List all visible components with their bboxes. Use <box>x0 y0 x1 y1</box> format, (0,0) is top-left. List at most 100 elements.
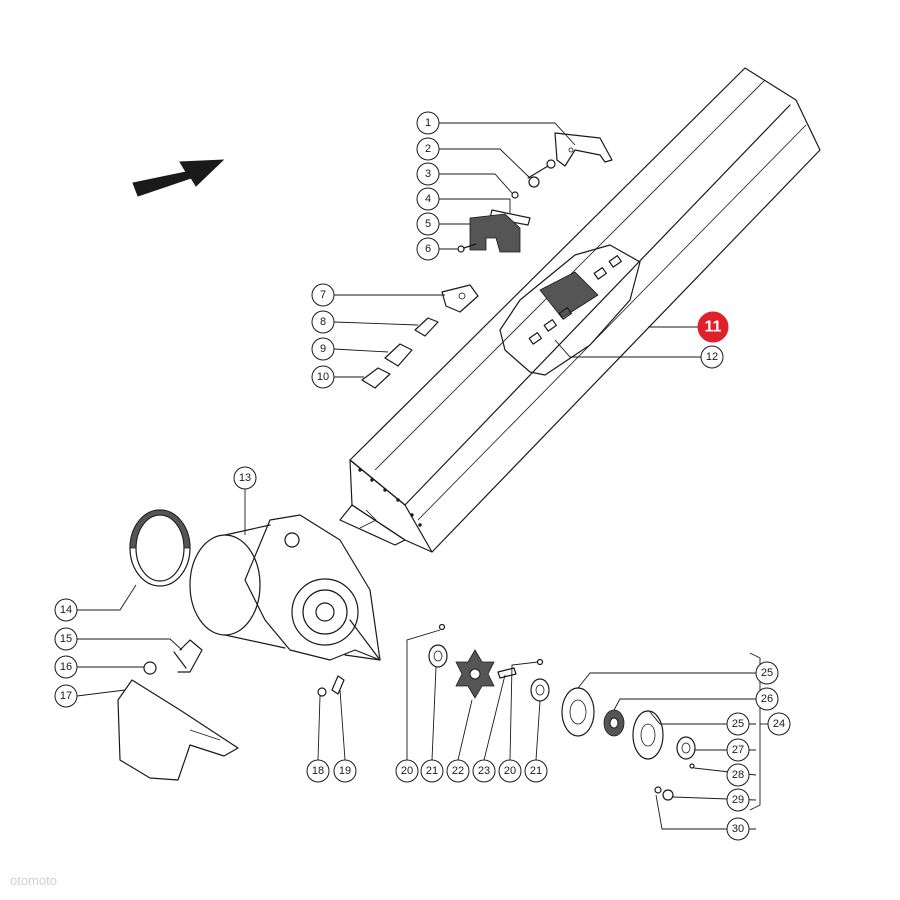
callout-18: 18 <box>306 759 330 783</box>
guard-part-17 <box>117 679 239 781</box>
washer-part-30 <box>654 786 662 794</box>
callout-23: 23 <box>472 759 496 783</box>
callout-2: 2 <box>416 137 440 161</box>
callout-10: 10 <box>311 365 335 389</box>
bearing-part-21b <box>530 678 550 702</box>
svg-text:1: 1 <box>425 117 431 129</box>
link-part-10 <box>361 367 391 389</box>
link-part-9 <box>384 343 413 367</box>
callout-17: 17 <box>54 684 78 708</box>
callout-14: 14 <box>54 598 78 622</box>
svg-text:11: 11 <box>705 319 722 336</box>
callout-24: 24 <box>767 712 791 736</box>
callout-29: 29 <box>726 788 750 812</box>
svg-text:7: 7 <box>320 289 326 301</box>
svg-text:3: 3 <box>425 168 431 180</box>
svg-text:25: 25 <box>761 667 773 679</box>
svg-text:8: 8 <box>320 316 326 328</box>
svg-text:13: 13 <box>239 472 251 484</box>
svg-text:16: 16 <box>60 661 72 673</box>
leader-lines <box>76 122 768 830</box>
svg-text:19: 19 <box>339 765 351 777</box>
watermark-text: otomoto <box>10 873 57 888</box>
svg-text:22: 22 <box>452 765 464 777</box>
callout-30: 30 <box>726 817 750 841</box>
svg-text:23: 23 <box>478 765 490 777</box>
ring-band-part-14 <box>129 509 191 587</box>
callout-13: 13 <box>233 466 257 490</box>
grease-nipple-part-20b <box>536 658 544 666</box>
callout-25b: 25 <box>726 712 750 736</box>
u-bolt-part-15 <box>173 639 203 673</box>
callout-19: 19 <box>333 759 357 783</box>
nut-part-16 <box>143 661 157 675</box>
svg-text:14: 14 <box>60 604 72 616</box>
flange-part-25a <box>561 687 595 737</box>
svg-text:15: 15 <box>60 633 72 645</box>
callout-20a: 20 <box>395 759 419 783</box>
svg-text:12: 12 <box>706 351 718 363</box>
collar-part-27 <box>676 736 696 760</box>
callout-6: 6 <box>416 237 440 261</box>
svg-text:27: 27 <box>732 744 744 756</box>
callout-11-highlighted: 11 <box>697 311 729 343</box>
callout-26: 26 <box>755 687 779 711</box>
svg-text:17: 17 <box>60 690 72 702</box>
svg-text:28: 28 <box>732 769 744 781</box>
svg-text:20: 20 <box>504 765 516 777</box>
callout-9: 9 <box>311 337 335 361</box>
bracket-part-1 <box>554 132 613 167</box>
svg-text:24: 24 <box>773 718 785 730</box>
callout-7: 7 <box>311 283 335 307</box>
bolt-part-19 <box>331 675 345 695</box>
callout-28: 28 <box>726 763 750 787</box>
flange-part-25b <box>632 710 664 760</box>
scraper-plate-part-5 <box>469 213 521 253</box>
callout-16: 16 <box>54 655 78 679</box>
grease-nipple-part-20 <box>438 623 446 631</box>
callout-1: 1 <box>416 111 440 135</box>
svg-text:10: 10 <box>317 371 329 383</box>
svg-text:29: 29 <box>732 794 744 806</box>
callout-21a: 21 <box>420 759 444 783</box>
callout-8: 8 <box>311 310 335 334</box>
svg-text:30: 30 <box>732 823 744 835</box>
callout-20b: 20 <box>498 759 522 783</box>
callout-21b: 21 <box>524 759 548 783</box>
svg-text:6: 6 <box>425 243 431 255</box>
conveyor-tube <box>339 67 821 553</box>
washer-part-3 <box>511 191 519 199</box>
svg-text:26: 26 <box>761 693 773 705</box>
washer-part-18 <box>317 687 327 697</box>
svg-text:18: 18 <box>312 765 324 777</box>
bolt-part-2 <box>527 159 556 188</box>
svg-text:4: 4 <box>425 193 431 205</box>
callout-12: 12 <box>700 345 724 369</box>
callout-3: 3 <box>416 162 440 186</box>
drive-housing-part-13 <box>189 514 381 661</box>
svg-text:21: 21 <box>426 765 438 777</box>
callout-25a: 25 <box>755 661 779 685</box>
key-part-23 <box>497 667 517 679</box>
sprocket-part-22 <box>455 649 495 699</box>
callout-27: 27 <box>726 738 750 762</box>
bolt-part-29 <box>662 789 674 801</box>
svg-text:20: 20 <box>401 765 413 777</box>
bearing-part-21 <box>428 644 448 668</box>
callout-5: 5 <box>416 212 440 236</box>
callout-22: 22 <box>446 759 470 783</box>
svg-text:9: 9 <box>320 343 326 355</box>
direction-arrow <box>132 159 225 197</box>
pin-part-8 <box>414 317 439 337</box>
svg-text:2: 2 <box>425 143 431 155</box>
callout-15: 15 <box>54 627 78 651</box>
svg-text:25: 25 <box>732 718 744 730</box>
svg-text:21: 21 <box>530 765 542 777</box>
link-plate-part-7 <box>441 284 479 313</box>
svg-text:5: 5 <box>425 218 431 230</box>
bearing-part-26 <box>603 709 625 737</box>
screw-part-28 <box>689 763 695 769</box>
callout-4: 4 <box>416 187 440 211</box>
